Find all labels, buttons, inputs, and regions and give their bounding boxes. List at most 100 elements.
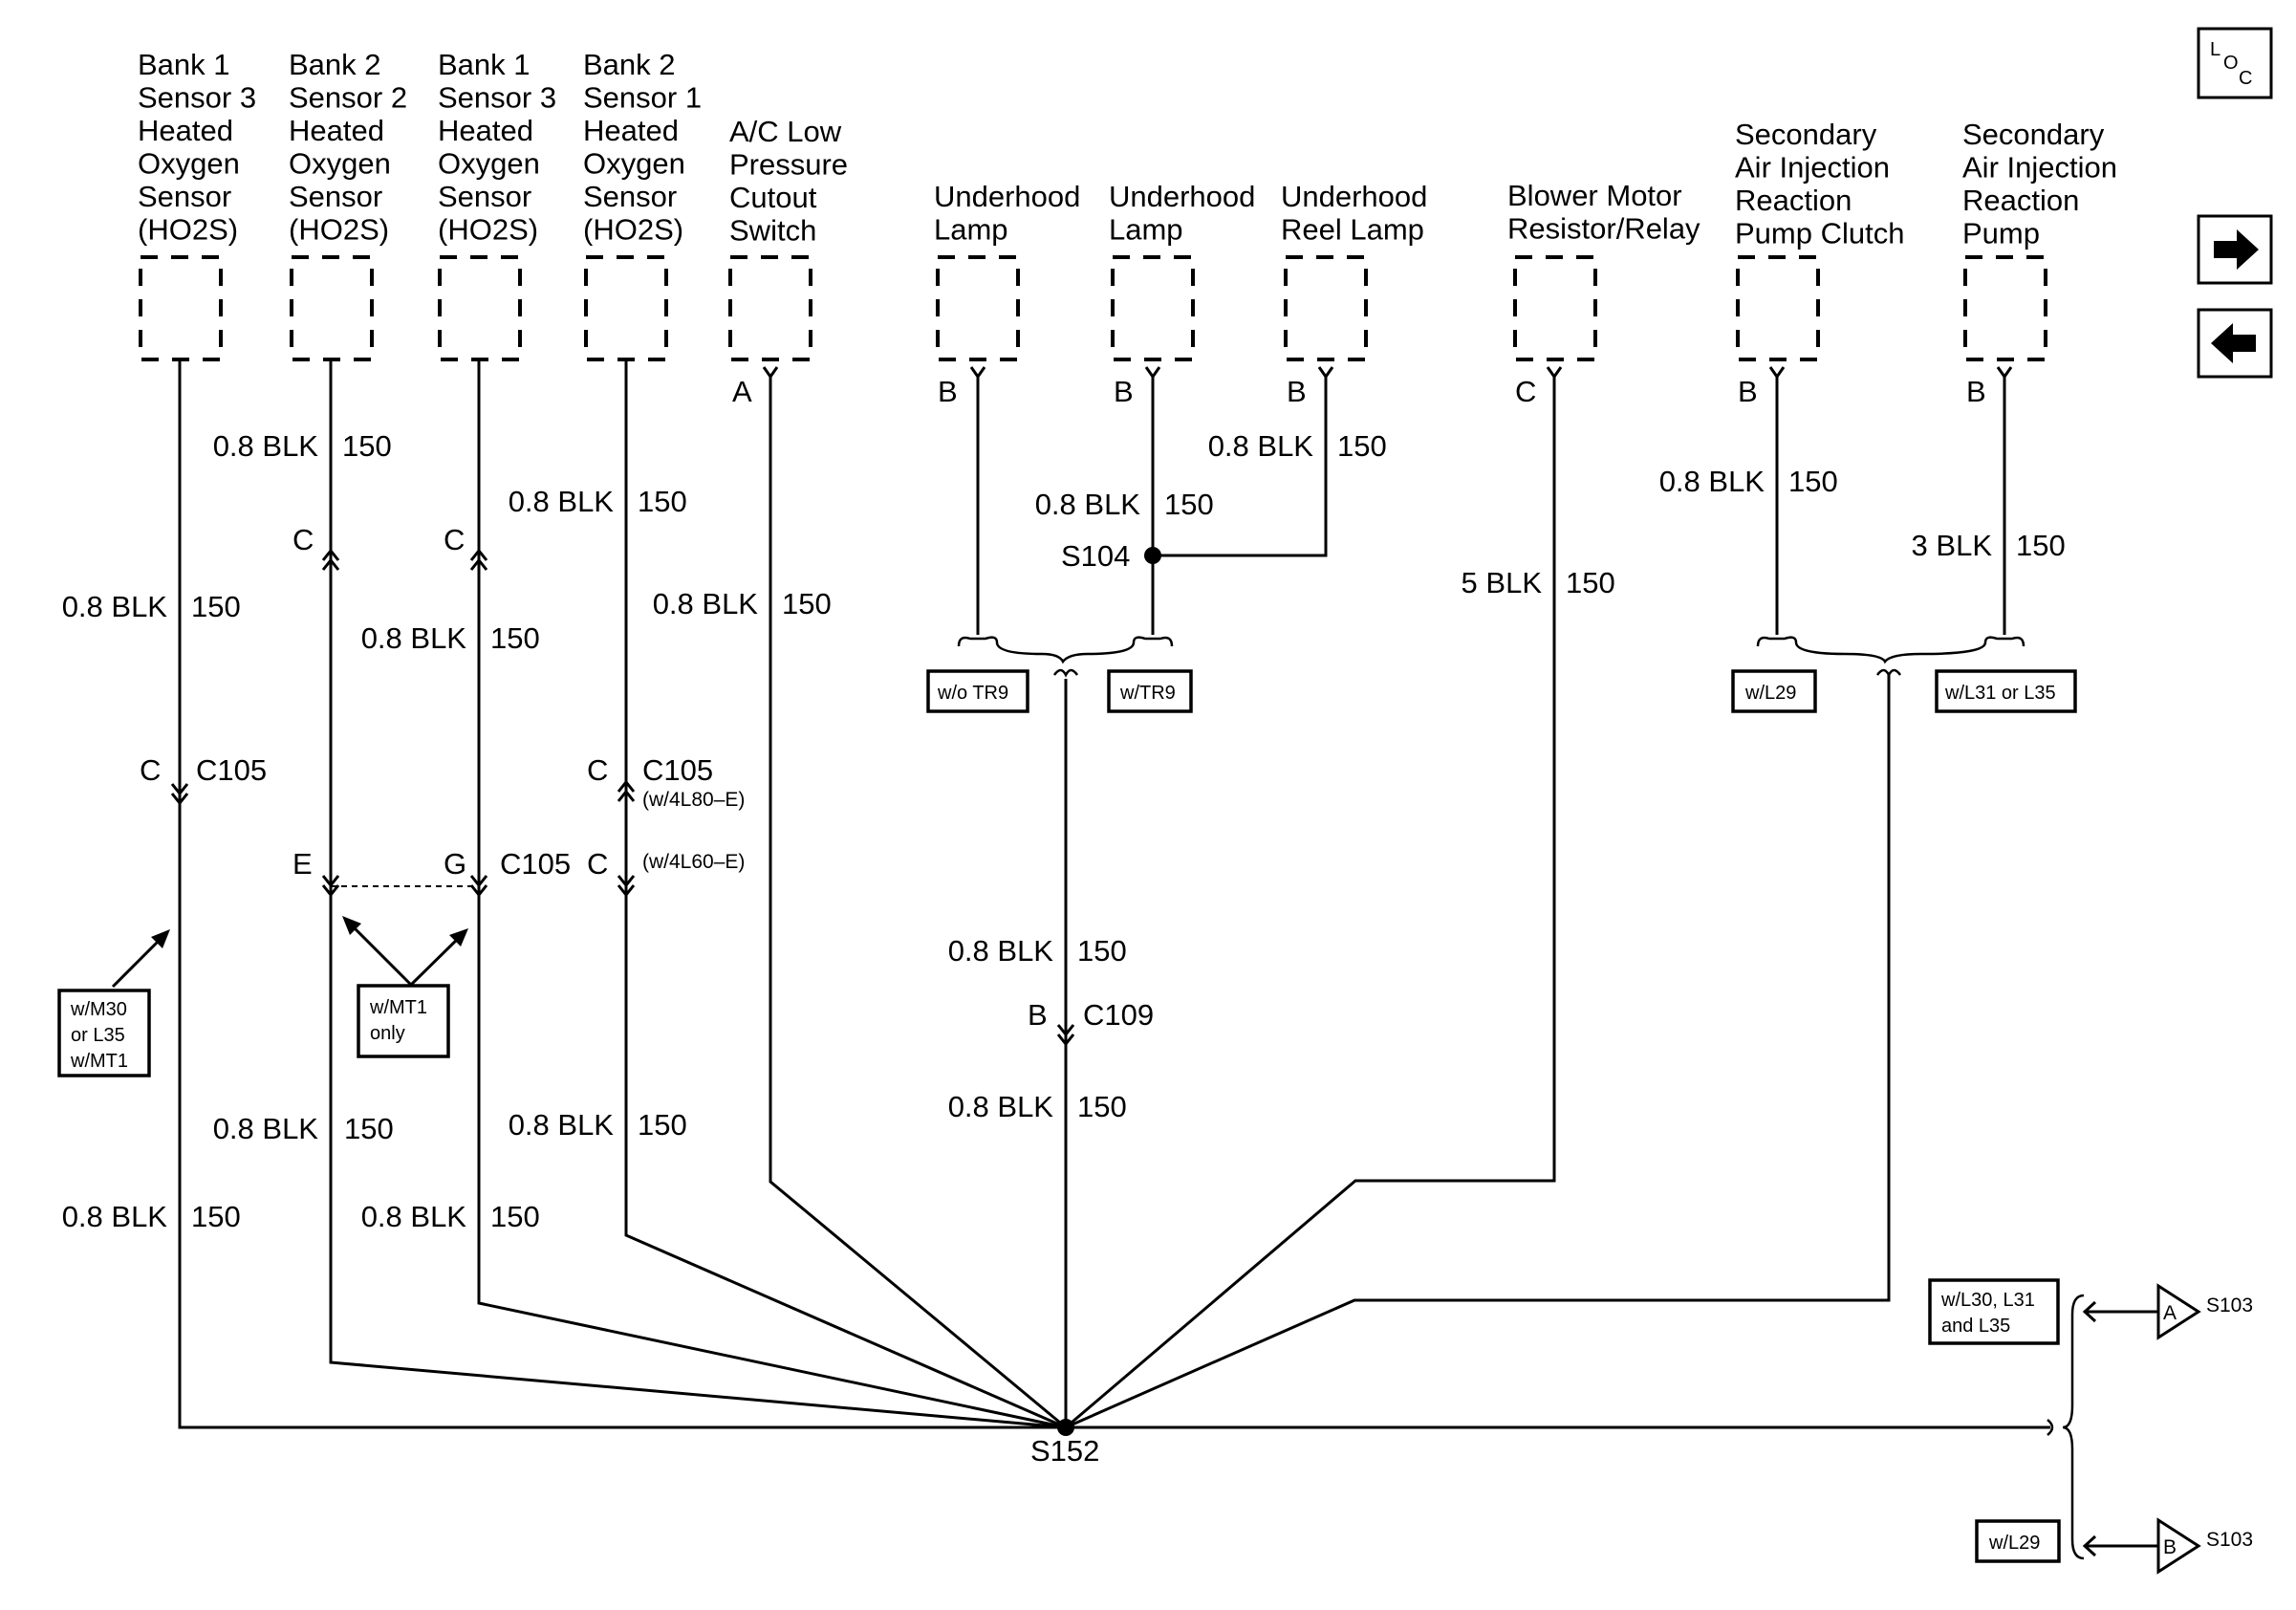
wire-label-w1-lower: 0.8 BLK xyxy=(62,1200,168,1233)
splice-dot-s104[interactable] xyxy=(1144,547,1161,564)
component-box-blower[interactable] xyxy=(1513,255,1597,361)
connector-pin-c-w4b: C xyxy=(587,847,608,881)
option-box-w-l29-top xyxy=(1731,669,1817,713)
option-box-wo-tr9 xyxy=(926,669,1029,713)
pin-mark-blower xyxy=(1546,366,1563,380)
connector-pin-e: E xyxy=(292,847,313,881)
loc-button-frame[interactable] xyxy=(2197,27,2273,99)
pin-label-ac: A xyxy=(732,375,752,408)
reference-label-b: B xyxy=(2163,1536,2177,1558)
wire-label-w4-lower: 0.8 BLK xyxy=(509,1108,615,1142)
pointer-arrow-mt1-right-head xyxy=(449,928,468,946)
splice-labels: S104 S152 S103 S103 xyxy=(1030,539,2253,1551)
wire-blower xyxy=(1065,377,1556,1429)
pin-mark-pump xyxy=(1996,366,2013,380)
wire-label-w4-upper: 0.8 BLK xyxy=(509,485,615,518)
component-box-air-pump[interactable] xyxy=(1963,255,2047,361)
wire-label-trunk-upper: 0.8 BLK xyxy=(948,934,1054,968)
loc-button-o: O xyxy=(2223,53,2239,74)
option-box-w-l30 xyxy=(1928,1278,2060,1345)
pointer-arrow-m30-head xyxy=(151,929,170,948)
component-box-air-clutch[interactable] xyxy=(1736,255,1820,361)
pin-label-uh1: B xyxy=(938,375,958,408)
wire-label-w1-upper-circuit: 150 xyxy=(191,590,241,623)
option-box-w-m30 xyxy=(57,989,151,1077)
wire-label-w3-lower: 0.8 BLK xyxy=(361,1200,467,1233)
wire-label-trunk-lower-circuit: 150 xyxy=(1077,1090,1127,1123)
connector-note-4l60: (w/4L60–E) xyxy=(642,851,745,873)
option-box-w-mt1 xyxy=(357,984,450,1058)
wire-label-uh2-circuit: 150 xyxy=(1164,488,1214,521)
wire-b1s3-right xyxy=(477,359,1067,1429)
component-box-b2s1[interactable] xyxy=(584,255,668,361)
brace-air-tip xyxy=(1875,668,1902,678)
connector-mark-c-w4b xyxy=(617,875,636,898)
component-box-b1s3-right[interactable] xyxy=(438,255,522,361)
pin-mark-uh2 xyxy=(1144,366,1161,380)
splice-dots xyxy=(1057,547,1161,1436)
pointer-arrow-mt1-left-head xyxy=(342,916,361,935)
component-box-b1s3-left[interactable] xyxy=(139,255,223,361)
wire-ac-switch xyxy=(769,377,1067,1429)
component-box-b2s2[interactable] xyxy=(290,255,374,361)
option-braces xyxy=(957,636,2085,1560)
wire-label-w1-lower-circuit: 150 xyxy=(191,1200,241,1233)
connector-mark-c-w2 xyxy=(321,548,340,571)
reference-line-a xyxy=(2082,1300,2158,1323)
connector-note-4l80: (w/4L80–E) xyxy=(642,789,745,811)
connector-mark-c-w3 xyxy=(469,548,488,571)
connector-labels: C C105 C C C C105 (w/4L80–E) E G C105 C … xyxy=(140,523,1154,1032)
wire-label-ac: 0.8 BLK xyxy=(653,587,759,620)
pin-label-blower: C xyxy=(1515,375,1536,408)
wire-b2s1 xyxy=(624,359,1067,1429)
next-page-button[interactable] xyxy=(2197,214,2273,285)
component-box-underhood-lamp-1[interactable] xyxy=(936,255,1020,361)
connector-mark-e xyxy=(321,875,340,898)
previous-page-button[interactable] xyxy=(2197,308,2273,379)
connector-pin-c109: B xyxy=(1028,998,1048,1032)
splice-label-s104: S104 xyxy=(1061,539,1130,573)
pin-mark-uh1 xyxy=(969,366,986,380)
pin-label-reel: B xyxy=(1287,375,1307,408)
reference-label-a: A xyxy=(2163,1302,2177,1324)
splice-label-s103-a: S103 xyxy=(2206,1295,2253,1316)
wire-label-clutch: 0.8 BLK xyxy=(1659,465,1765,498)
wire-label-pump-circuit: 150 xyxy=(2016,529,2066,562)
wire-label-w4-upper-circuit: 150 xyxy=(638,485,687,518)
component-box-reel-lamp[interactable] xyxy=(1284,255,1368,361)
splice-label-s152: S152 xyxy=(1030,1434,1099,1468)
pin-mark-ac xyxy=(762,366,779,380)
pointer-arrow-mt1-left xyxy=(344,918,413,987)
option-label-w-tr9: w/TR9 xyxy=(1119,683,1176,704)
component-box-ac-switch[interactable] xyxy=(728,255,812,361)
pin-label-uh2: B xyxy=(1114,375,1134,408)
connector-pin-c-w2: C xyxy=(292,523,314,556)
connector-label-c105-w4: C105 xyxy=(642,753,713,787)
reference-triangle-a[interactable] xyxy=(2156,1283,2201,1340)
connector-label-c105-g: C105 xyxy=(500,847,571,881)
wire-label-w3-mid-circuit: 150 xyxy=(490,621,540,655)
splice-dot-s152[interactable] xyxy=(1057,1419,1074,1436)
component-box-underhood-lamp-2[interactable] xyxy=(1111,255,1195,361)
wire-b2s2 xyxy=(329,359,1067,1429)
wires xyxy=(178,359,2050,1429)
wire-b1s3-left xyxy=(178,359,1066,1429)
reference-triangle-b[interactable] xyxy=(2156,1517,2201,1575)
wire-label-w2-lower-circuit: 150 xyxy=(344,1112,394,1145)
wire-label-w1-upper: 0.8 BLK xyxy=(62,590,168,623)
connector-pin-g: G xyxy=(444,847,466,881)
wire-label-blower-circuit: 150 xyxy=(1566,566,1615,599)
wire-label-w3-mid: 0.8 BLK xyxy=(361,621,467,655)
loc-button[interactable]: L O C xyxy=(2197,27,2273,99)
